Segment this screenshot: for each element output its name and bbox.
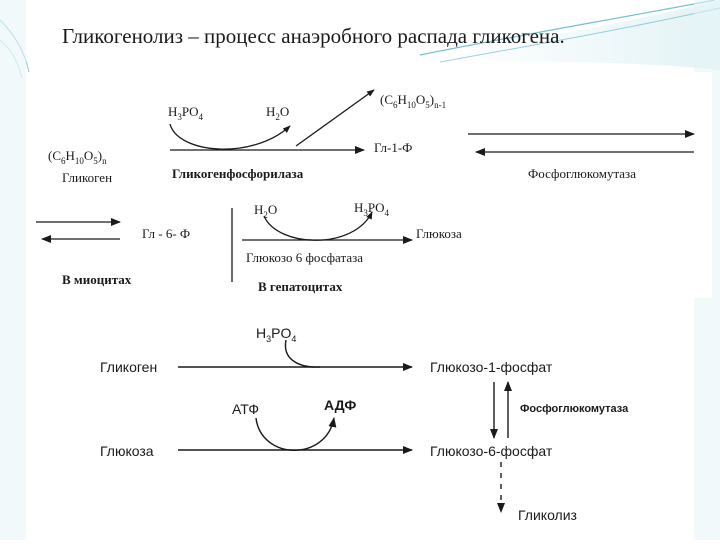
top-h3po4-label: H3PO4 bbox=[168, 104, 204, 122]
top-h2o-label: H2O bbox=[266, 104, 289, 122]
bottom-scheme: H3PO4 Гликоген Глюкозо-1-фосфат АТФ АДФ … bbox=[100, 325, 629, 523]
adp-label: АДФ bbox=[324, 397, 356, 413]
bottom-glycogen-label: Гликоген bbox=[100, 359, 157, 375]
glycogen-n-minus-1-label: (C6H10O5)n-1 bbox=[380, 92, 446, 110]
g1p-label: Гл-1-Ф bbox=[374, 140, 412, 155]
bottom-g1p-label: Глюкозо-1-фосфат bbox=[430, 359, 553, 375]
bottom-g6p-label: Глюкозо-6-фосфат bbox=[430, 443, 553, 459]
bottom-scheme-panel: H3PO4 Гликоген Глюкозо-1-фосфат АТФ АДФ … bbox=[46, 300, 676, 540]
bottom-h3po4-label: H3PO4 bbox=[256, 325, 296, 344]
top-scheme-panel: H3PO4 H2O (C6H10O5)n-1 (C6H10O5)n Гликог… bbox=[28, 72, 712, 298]
top-h3po4-2-label: H3PO4 bbox=[354, 200, 390, 218]
in-hepatocytes-label: В гепатоцитах bbox=[258, 279, 343, 294]
bottom-glucose-label: Глюкоза bbox=[100, 443, 154, 459]
bottom-phosphoglucomutase-label: Фосфоглюкомутаза bbox=[520, 403, 629, 415]
glycolysis-label: Гликолиз bbox=[518, 507, 577, 523]
g6p-label: Гл - 6- Ф bbox=[142, 226, 190, 241]
phosphorylase-label: Гликогенфосфорилаза bbox=[172, 166, 304, 181]
glycogen-label: Гликоген bbox=[62, 170, 112, 185]
g6pase-label: Глюкозо 6 фосфатаза bbox=[246, 250, 363, 265]
glucose-label: Глюкоза bbox=[416, 226, 462, 241]
top-scheme: H3PO4 H2O (C6H10O5)n-1 (C6H10O5)n Гликог… bbox=[36, 89, 695, 294]
phosphoglucomutase-label: Фосфоглюкомутаза bbox=[528, 166, 636, 181]
slide-title: Гликогенолиз – процесс анаэробного распа… bbox=[62, 24, 565, 48]
atp-label: АТФ bbox=[232, 401, 259, 417]
top-h2o-2-label: H2O bbox=[254, 202, 277, 220]
in-myocytes-label: В миоцитах bbox=[62, 272, 132, 287]
glycogen-n-label: (C6H10O5)n bbox=[48, 148, 107, 166]
